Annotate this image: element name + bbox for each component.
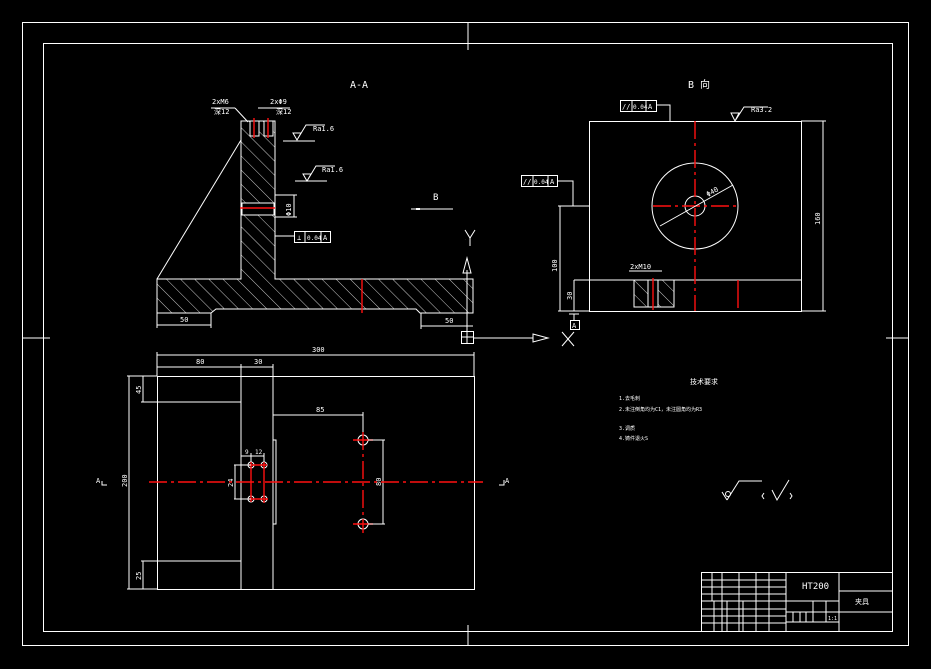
- thread-callout-phi9: 2xΦ9: [270, 98, 287, 106]
- dim-25: 25: [135, 572, 143, 580]
- datum-a: A: [569, 313, 580, 330]
- notes-title: 技术要求: [690, 377, 718, 386]
- dim-100: 100: [551, 259, 559, 272]
- view-b[interactable]: B 向 160 100 30 Φ40 2xM10 //: [521, 78, 827, 330]
- roughness-symbol-1: Ra1.6: [283, 124, 334, 142]
- svg-text:深12: 深12: [214, 107, 229, 116]
- svg-text:0.04: 0.04: [633, 104, 648, 111]
- svg-text:0.04: 0.04: [307, 235, 322, 242]
- note-item: 2.未注倒角均为C1，未注圆角均为R3: [619, 406, 702, 413]
- tolerance-frame-top: // 0.04 A: [620, 100, 671, 121]
- svg-text:A: A: [323, 234, 328, 242]
- svg-text:Ra1.6: Ra1.6: [313, 125, 334, 133]
- dim-300: 300: [312, 346, 325, 354]
- svg-text:Ra3.2: Ra3.2: [751, 106, 772, 114]
- svg-text:Y: Y: [465, 239, 466, 241]
- section-view-aa[interactable]: A-A 2xM6 深12 2xΦ9 深12 Ra1.6 Ra1.6: [156, 80, 474, 329]
- ucs-axis-icon: Y: [461, 229, 575, 347]
- section-aa-title: A-A: [350, 80, 368, 91]
- part-name: 夹具: [855, 597, 869, 606]
- dim-24: 24: [227, 479, 235, 487]
- roughness-symbol-2: Ra1.6: [295, 165, 343, 183]
- dim-45: 45: [135, 386, 143, 394]
- svg-text:A: A: [550, 178, 555, 186]
- dim-200: 200: [121, 474, 129, 487]
- dim-12: 12: [255, 449, 263, 456]
- svg-text:深12: 深12: [276, 107, 291, 116]
- svg-text:Ra1.6: Ra1.6: [322, 166, 343, 174]
- section-mark-right: A: [505, 477, 510, 485]
- dim-50-right: 50: [445, 317, 453, 325]
- view-b-arrow-label: B: [433, 193, 438, 203]
- dim-85: 85: [316, 406, 324, 414]
- svg-text:A: A: [572, 322, 577, 330]
- dim-30-top: 30: [254, 358, 262, 366]
- dim-80-vertical: 80: [375, 478, 383, 486]
- svg-text:A: A: [648, 103, 653, 111]
- dim-30-b: 30: [566, 292, 574, 300]
- tolerance-frame-left: // 0.04 A: [521, 175, 574, 206]
- svg-text://: //: [523, 178, 531, 186]
- dim-phi10: Φ10: [285, 203, 293, 216]
- slot-callout: 2xM10: [630, 263, 651, 271]
- note-item: 1.去毛刺: [619, 395, 640, 402]
- roughness-symbol-b: Ra3.2: [730, 106, 772, 123]
- view-b-title: B 向: [688, 78, 710, 91]
- dim-160: 160: [814, 212, 822, 225]
- top-view[interactable]: 200 45 25 300 80 30 85 24: [96, 346, 510, 590]
- dim-80: 80: [196, 358, 204, 366]
- drawing-frame: [22, 22, 909, 646]
- section-mark-left: A: [96, 477, 101, 485]
- svg-text:0.04: 0.04: [534, 179, 549, 186]
- general-roughness-symbol: [721, 479, 793, 502]
- thread-callout-m6: 2xM6: [212, 98, 229, 106]
- svg-text://: //: [622, 103, 630, 111]
- scale-label: 1:1: [828, 616, 837, 622]
- tolerance-frame-perpendicular: ⊥ 0.04 A: [275, 231, 331, 243]
- dim-9: 9: [245, 449, 249, 456]
- svg-text:⊥: ⊥: [297, 234, 301, 242]
- material-label: HT200: [802, 582, 829, 592]
- title-block: HT200 夹具 1:1: [701, 572, 893, 632]
- dim-50-left: 50: [180, 316, 188, 324]
- section-body-hatch: [156, 120, 474, 314]
- note-item: 4.铸件退火S: [619, 435, 648, 442]
- technical-notes: 技术要求 1.去毛刺 2.未注倒角均为C1，未注圆角均为R3 3.调质 4.铸件…: [619, 377, 718, 442]
- note-item: 3.调质: [619, 425, 635, 432]
